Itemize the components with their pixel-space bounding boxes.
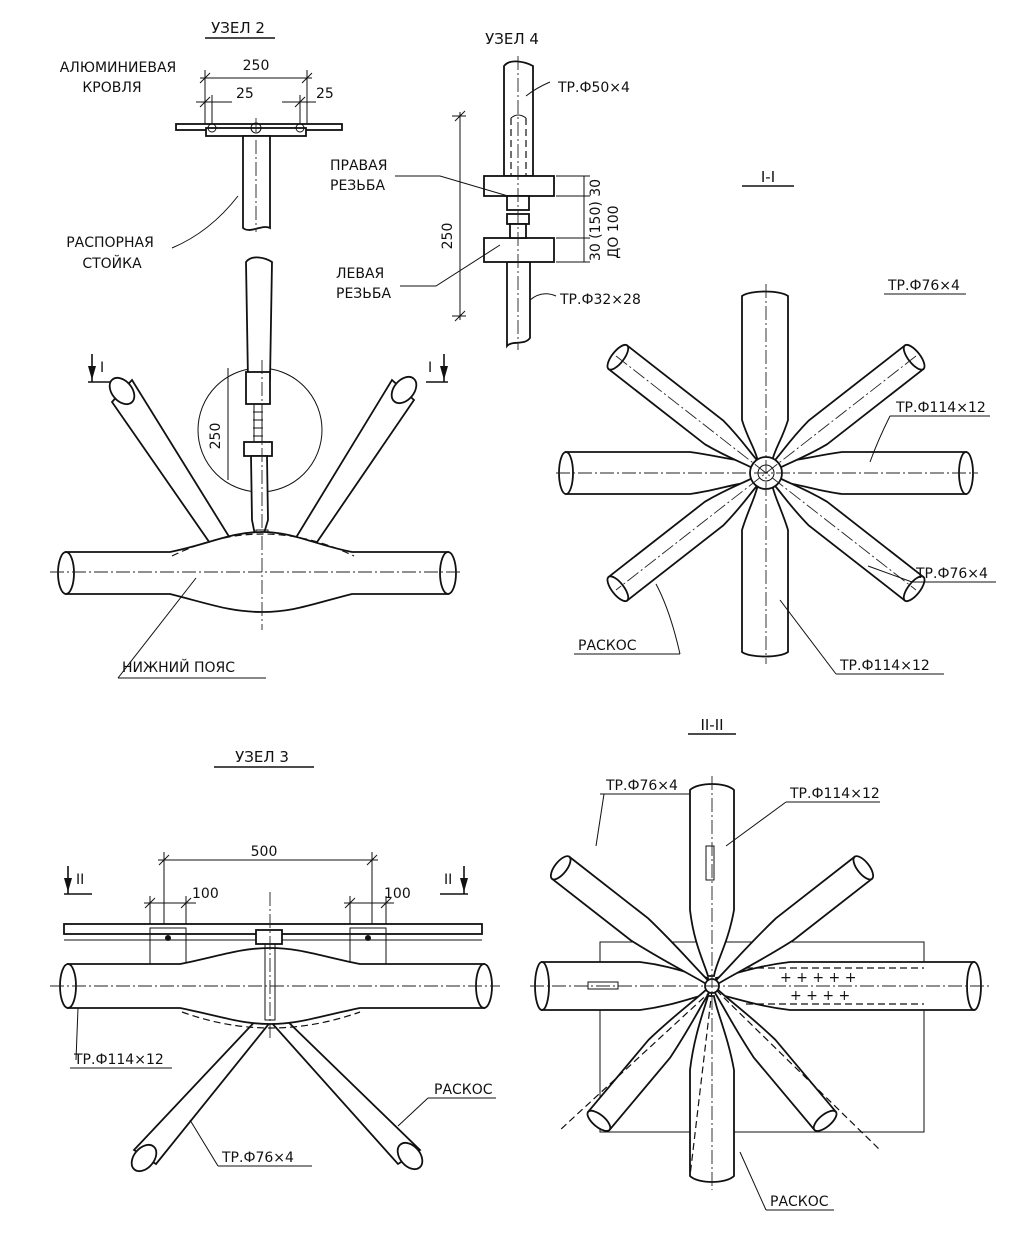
slot bbox=[705, 845, 715, 881]
node-2-detail: УЗЕЛ 2 АЛЮМИНИЕВАЯ КРОВЛЯ 250 25 25 bbox=[60, 19, 343, 272]
node-3-detail: УЗЕЛ 3 II II 500 bbox=[50, 748, 500, 1173]
section-2-brace-label: РАСКОС bbox=[770, 1194, 829, 1210]
bolt bbox=[207, 123, 217, 133]
node-3-dimension-100: 100 100 bbox=[144, 886, 411, 928]
section-mark-left-text: I bbox=[100, 360, 104, 376]
center-clamp bbox=[255, 929, 283, 945]
upper-pipe bbox=[503, 60, 534, 177]
section-2-2: II-II + + + + + + + + + bbox=[530, 716, 990, 1211]
dim-250-text: 250 bbox=[243, 58, 270, 74]
node-3-dimension-500: 500 bbox=[158, 844, 378, 930]
weld-marks: + + + + + bbox=[780, 970, 856, 986]
dim-25-right-text: 25 bbox=[316, 86, 334, 102]
node-4-dimension-stack: 30 (150) 30 ДО 100 bbox=[556, 175, 622, 263]
roof-label-line1: АЛЮМИНИЕВАЯ bbox=[60, 60, 177, 76]
node-1-detail: I I 250 НИЖНИЙ ПОЯС bbox=[50, 256, 462, 679]
svg-text:+ + + +: + + + + bbox=[790, 988, 850, 1004]
section-mark-right: II bbox=[440, 866, 468, 895]
left-thread-line2: РЕЗЬБА bbox=[336, 286, 391, 302]
pipe-south bbox=[741, 483, 789, 658]
lower-sleeve bbox=[483, 237, 555, 263]
node-2-dimension-250: 250 bbox=[199, 58, 313, 128]
section-1-pipe-114-mid: ТР.Ф114×12 bbox=[895, 400, 986, 416]
lower-chord-label: НИЖНИЙ ПОЯС bbox=[122, 658, 235, 676]
post-sleeve bbox=[243, 441, 273, 457]
pipe-32-label: ТР.Ф32×28 bbox=[559, 292, 641, 308]
dim-100-right-text: 100 bbox=[384, 886, 411, 902]
section-mark-ii-left: II bbox=[76, 872, 84, 888]
post-label-line1: РАСПОРНАЯ bbox=[66, 235, 154, 251]
roof-label-line2: КРОВЛЯ bbox=[82, 80, 141, 96]
section-mark-left: I bbox=[88, 354, 110, 383]
leader-post bbox=[171, 195, 239, 249]
section-2-pipe-114: ТР.Ф114×12 bbox=[789, 786, 880, 802]
post-label-line2: СТОЙКА bbox=[82, 254, 142, 272]
node-3-title: УЗЕЛ 3 bbox=[235, 748, 289, 766]
section-2-title: II-II bbox=[700, 716, 723, 734]
section-mark-ii-right: II bbox=[444, 872, 452, 888]
lower-rod bbox=[250, 455, 269, 541]
section-1-pipe-114-bottom: ТР.Ф114×12 bbox=[839, 658, 930, 674]
dim-25-left-text: 25 bbox=[236, 86, 254, 102]
post-sleeve bbox=[245, 371, 271, 405]
node-4-detail: УЗЕЛ 4 ТР.Ф50×4 ПРАВАЯ РЕЗЬБА ЛЕВАЯ РЕЗЬ… bbox=[330, 30, 641, 350]
upper-sleeve bbox=[483, 175, 555, 197]
section-1-1: I-I ТР.Ф76 bbox=[556, 168, 996, 675]
section-mark-right: I bbox=[426, 354, 448, 383]
turnbuckle-rod bbox=[253, 403, 263, 443]
dim-stack-text: 30 (150) 30 bbox=[588, 179, 604, 261]
dim-250-circle-text: 250 bbox=[208, 423, 224, 450]
dim-100-left-text: 100 bbox=[192, 886, 219, 902]
right-thread-line1: ПРАВАЯ bbox=[330, 158, 387, 174]
dim-max-text: ДО 100 bbox=[606, 205, 622, 258]
node-3-brace-pipe: ТР.Ф76×4 bbox=[221, 1150, 294, 1166]
dim-500-text: 500 bbox=[251, 844, 278, 860]
lower-pipe bbox=[506, 261, 531, 349]
right-thread-line2: РЕЗЬБА bbox=[330, 178, 385, 194]
node-2-dimension-25: 25 25 bbox=[196, 86, 334, 128]
vertical-post bbox=[245, 256, 273, 381]
node-4-dimension-250: 250 bbox=[440, 110, 466, 322]
section-mark-left: II bbox=[64, 866, 92, 895]
section-1-brace-label: РАСКОС bbox=[578, 638, 637, 654]
brace-left bbox=[132, 1008, 283, 1166]
node-2-title: УЗЕЛ 2 bbox=[211, 19, 265, 37]
pipe-50-label: ТР.Ф50×4 bbox=[557, 80, 630, 96]
node-4-title: УЗЕЛ 4 bbox=[485, 30, 539, 48]
node-3-brace-label: РАСКОС bbox=[434, 1082, 493, 1098]
pipe-north bbox=[741, 290, 789, 463]
section-mark-right-text: I bbox=[428, 360, 432, 376]
brace-right bbox=[259, 1010, 422, 1166]
slot bbox=[587, 981, 619, 990]
section-1-pipe-76-top: ТР.Ф76×4 bbox=[887, 278, 960, 294]
section-1-title: I-I bbox=[761, 168, 775, 186]
strut-post bbox=[242, 135, 271, 231]
section-1-pipe-76-right: ТР.Ф76×4 bbox=[915, 566, 988, 582]
dim-250-vertical-text: 250 bbox=[440, 223, 456, 250]
node-3-chord-pipe: ТР.Ф114×12 bbox=[73, 1052, 164, 1068]
left-thread-line1: ЛЕВАЯ bbox=[336, 266, 384, 282]
bolt bbox=[295, 123, 305, 133]
section-2-pipe-76: ТР.Ф76×4 bbox=[605, 778, 678, 794]
